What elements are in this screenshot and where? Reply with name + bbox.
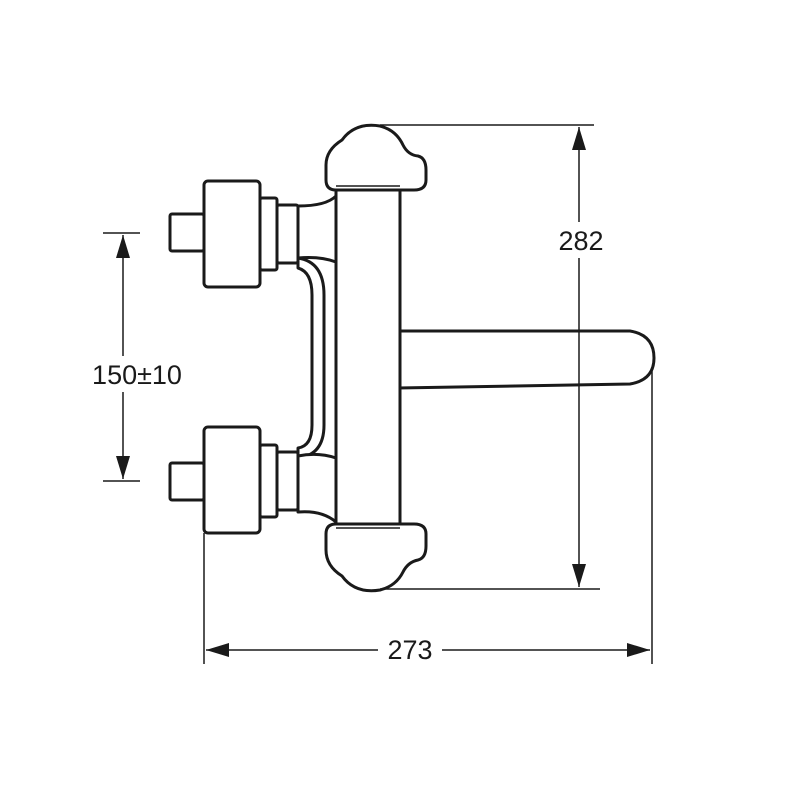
lower-inlet-nut [202,425,262,535]
lower-inlet-neck [296,452,338,524]
spacing-arrow-bottom [116,456,130,479]
top-cap [324,123,428,192]
lower-inlet-pin [168,461,206,502]
width-label-bg [378,630,442,668]
upper-inlet-collar [258,196,279,272]
lower-inlet-collar [258,443,279,519]
bottom-cap [324,522,428,593]
connecting-pipe [296,256,326,460]
width-arrow-left [206,643,229,657]
height-label: 282 [558,226,603,256]
upper-inlet-sleeve [275,203,300,265]
upper-inlet-pin [168,212,206,253]
upper-inlet-nut [202,179,262,289]
upper-inlet-neck [296,194,338,264]
spout [396,329,656,390]
main-body [334,184,402,528]
height-arrow-top [572,127,586,150]
width-arrow-right [627,643,650,657]
spacing-label: 150±10 [92,360,182,390]
height-arrow-bottom [572,564,586,587]
height-label-bg [548,222,610,258]
spacing-arrow-top [116,235,130,258]
width-label: 273 [387,635,432,665]
spacing-label-bg [80,356,192,392]
lower-inlet-sleeve [275,450,300,512]
